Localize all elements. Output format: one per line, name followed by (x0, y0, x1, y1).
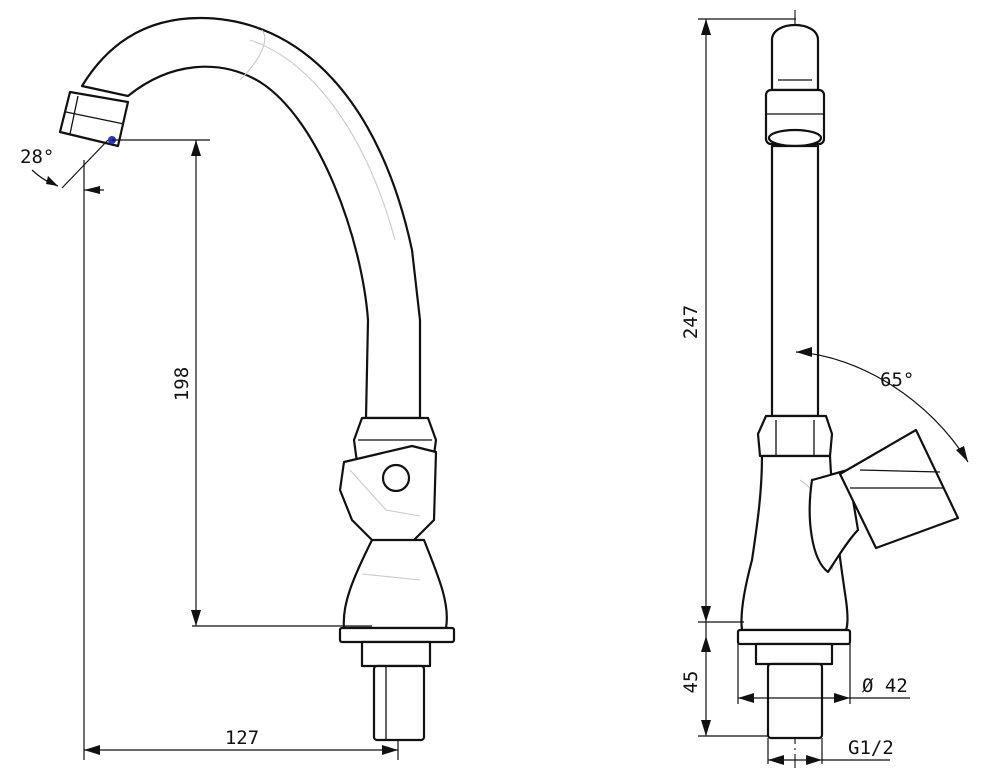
aerator-nozzle (58, 90, 130, 148)
handle-lever (338, 444, 438, 544)
label-handle-angle: 65° (880, 369, 914, 391)
label-spout-angle: 28° (20, 146, 54, 168)
spout-top (770, 23, 820, 92)
label-spout-height: 198 (171, 367, 193, 401)
label-base-diameter: Ø 42 (862, 675, 908, 697)
base-flange (338, 626, 456, 644)
riser-tube (770, 144, 820, 418)
handle-front (808, 468, 860, 574)
label-reach: 127 (225, 727, 259, 749)
hex-collar (756, 414, 834, 458)
lower-body (342, 538, 448, 630)
base-flange-front (736, 628, 852, 646)
threaded-shank (372, 664, 426, 742)
label-thread: G1/2 (848, 737, 894, 759)
side-view: 28° 198 127 (20, 16, 456, 760)
handle-knob (838, 428, 960, 550)
front-view: 247 65° 45 Ø 42 G1/2 (680, 10, 969, 768)
label-total-height: 247 (680, 305, 702, 339)
label-shank-length: 45 (680, 671, 702, 694)
handle-screw (381, 463, 411, 493)
shank-front (766, 662, 824, 740)
spout-tube (80, 16, 422, 420)
